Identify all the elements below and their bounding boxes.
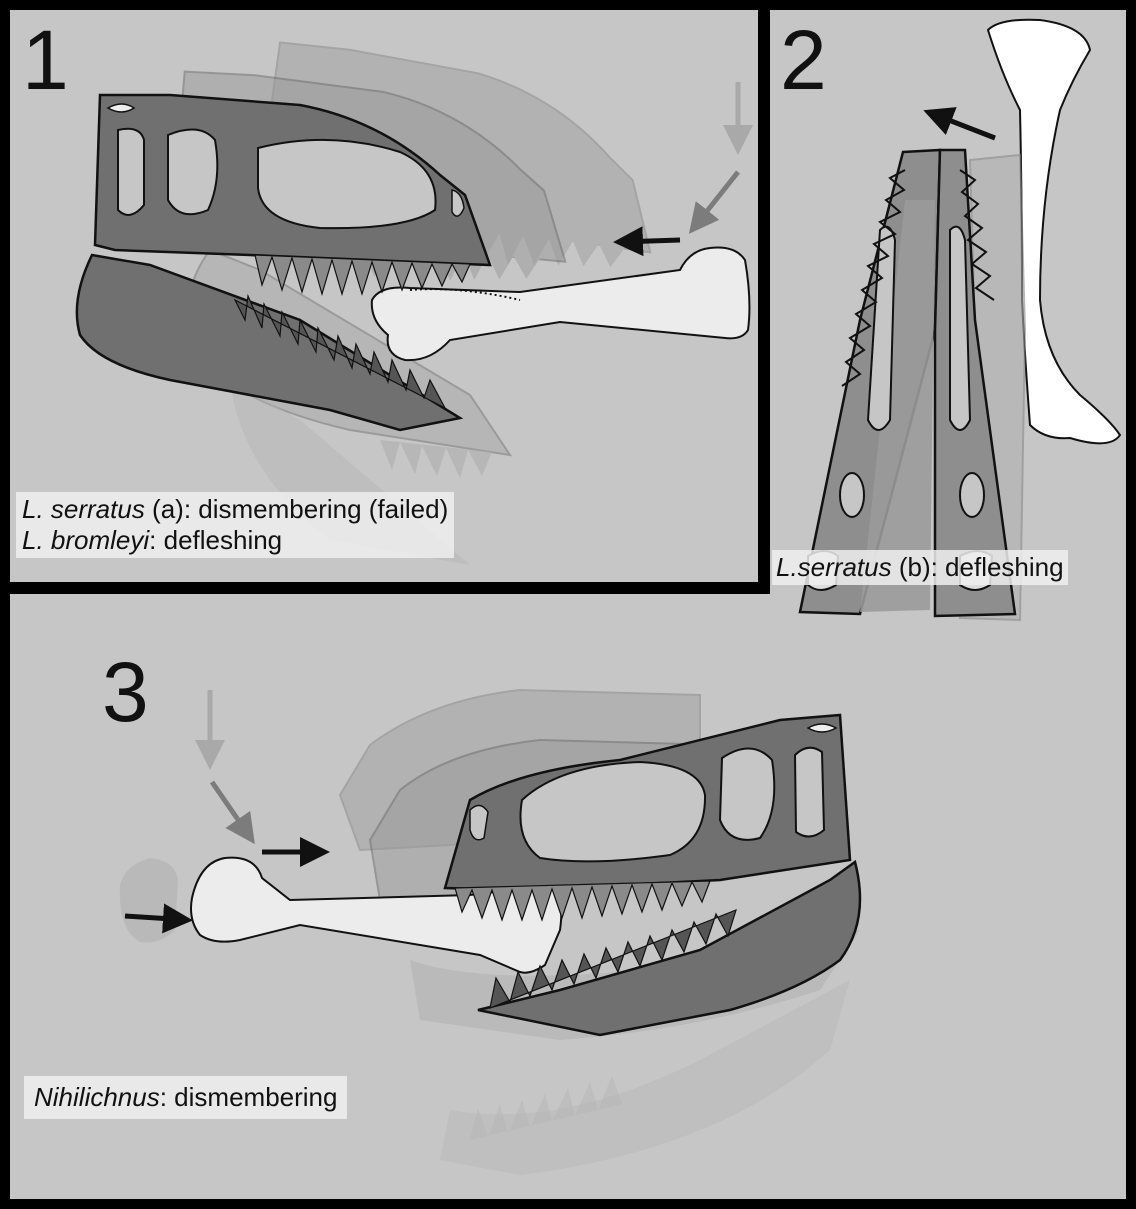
panel-3-skull-fenestra-1 [795, 748, 824, 837]
panel-2-caption-taxon: L.serratus [776, 552, 892, 582]
panel-1-caption-taxon-1: L. serratus [22, 494, 145, 524]
panel-1-skull-fenestra-2 [168, 130, 217, 215]
panel-3-ghost-bone [120, 858, 178, 943]
panel-2-fenestra-left-oval [840, 473, 864, 517]
panel-3-caption: Nihilichnus: dismembering [24, 1076, 347, 1119]
panel-1-caption-taxon-2: L. bromleyi [22, 525, 149, 555]
panel-2-caption-text: (b): defleshing [892, 552, 1064, 582]
panel-2-number: 2 [780, 18, 827, 102]
panel-2-caption: L.serratus (b): defleshing [772, 550, 1068, 585]
panel-1-caption-text-1: (a): dismembering (failed) [145, 494, 448, 524]
panel-3-number: 3 [102, 650, 149, 734]
panel-1-arrow-black [618, 240, 680, 242]
panel-2-fenestra-right-oval [960, 473, 984, 517]
panel-3-skull-nostril [808, 724, 836, 732]
panel-1-caption-text-2: : defleshing [149, 525, 282, 555]
panel-2-border-fix [758, 582, 770, 594]
panel-3-caption-taxon: Nihilichnus [34, 1082, 160, 1112]
panel-1-caption: L. serratus (a): dismembering (failed) L… [16, 492, 454, 558]
panel-3-caption-text: : dismembering [160, 1082, 338, 1112]
panel-1-caption-line-1: L. serratus (a): dismembering (failed) [22, 494, 448, 525]
panel-1-number: 1 [22, 18, 69, 102]
panel-1-caption-line-2: L. bromleyi: defleshing [22, 525, 448, 556]
panel-3-skull-fenestra-2 [720, 748, 774, 839]
panel-1-skull-fenestra-1 [118, 129, 144, 215]
